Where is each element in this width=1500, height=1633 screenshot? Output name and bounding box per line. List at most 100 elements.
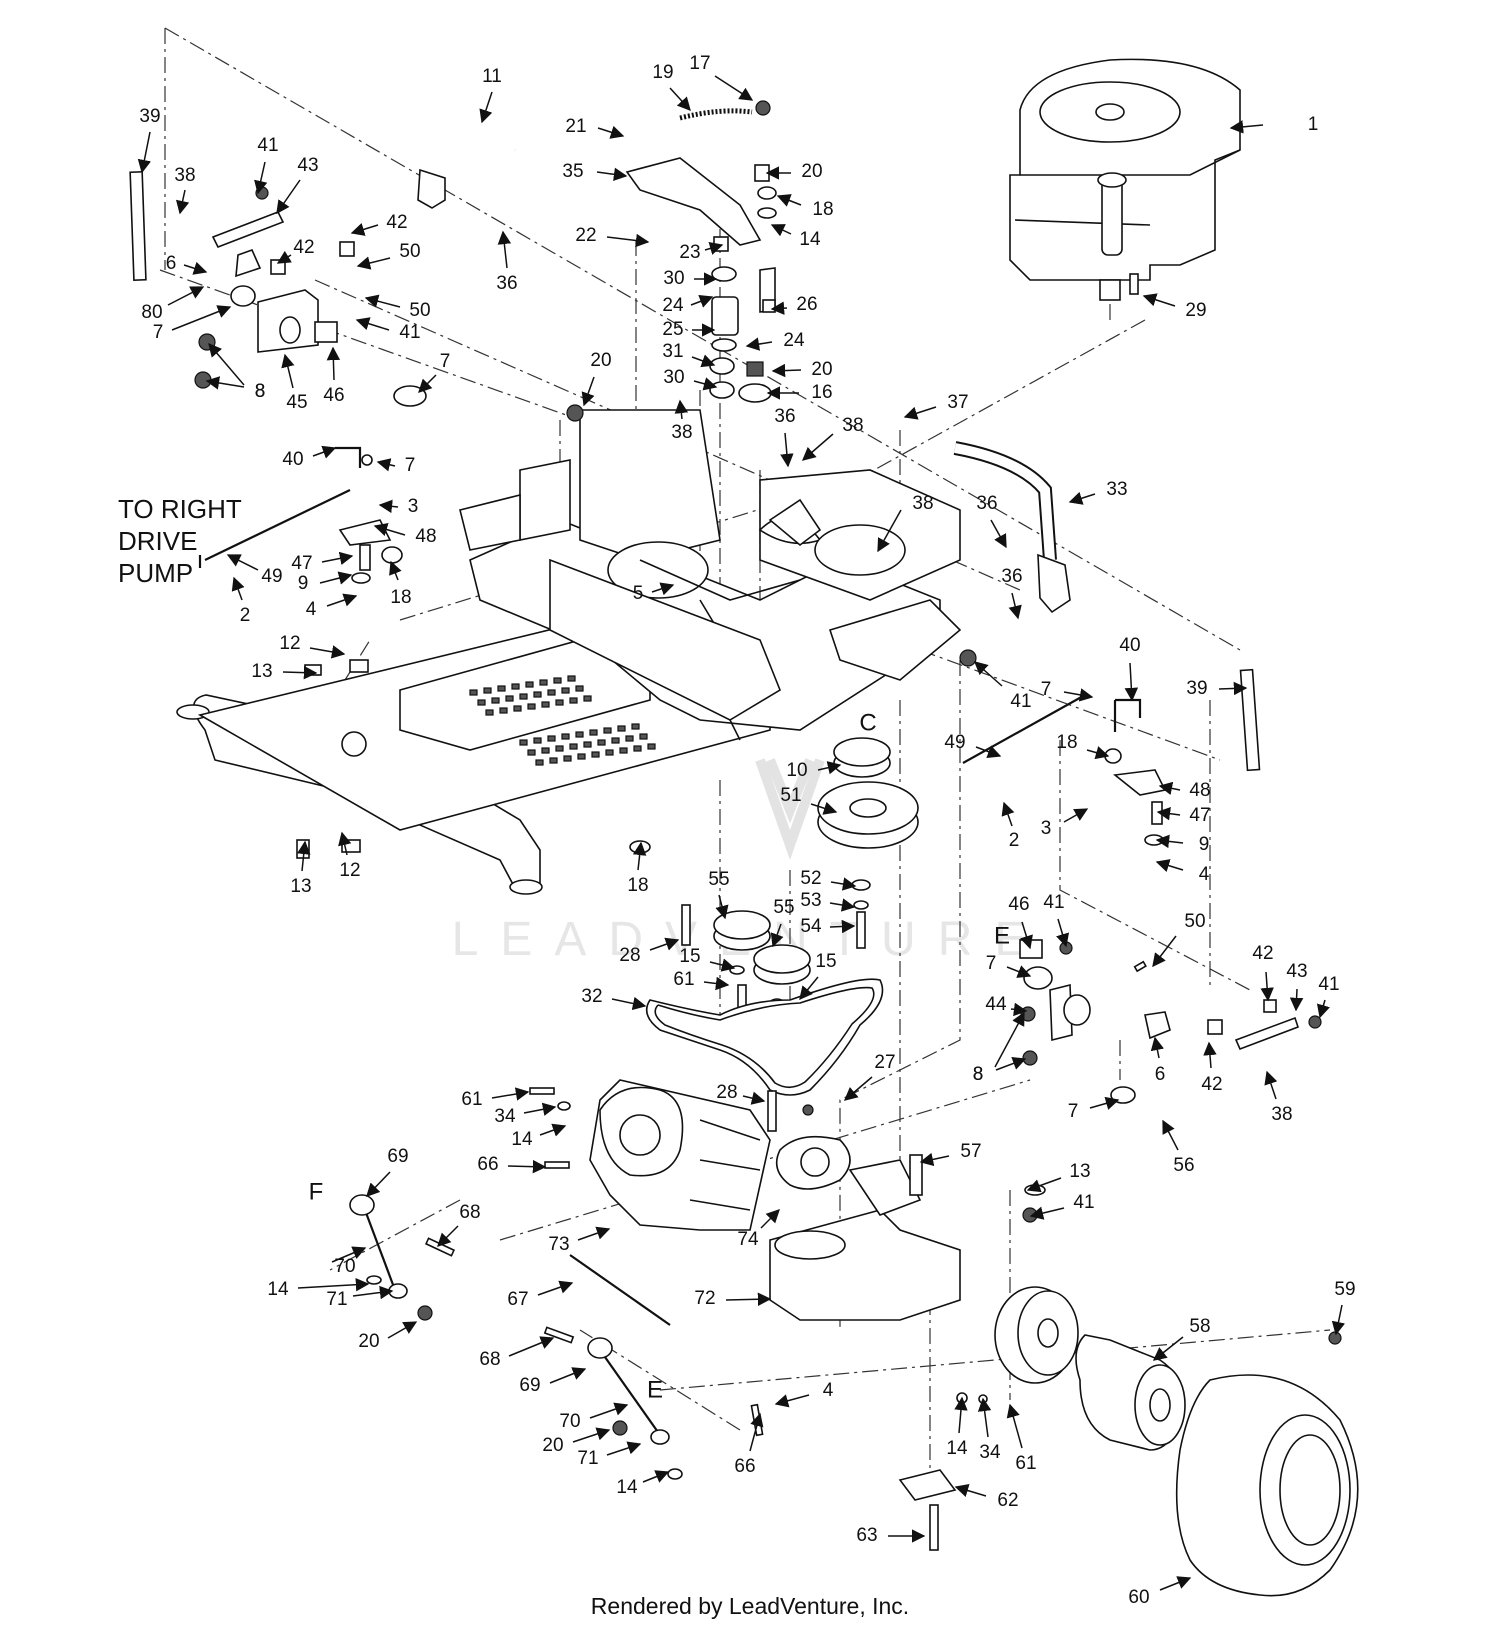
note-line-1: TO RIGHT — [118, 494, 242, 524]
callout-leader-14 — [642, 1470, 670, 1483]
frame-slot — [567, 675, 576, 682]
frame-slot — [555, 745, 564, 752]
part-number-31: 31 — [662, 341, 683, 362]
callout-leader-37 — [903, 406, 937, 420]
callout-leader-41 — [1316, 999, 1330, 1019]
reference-letter-E: E — [647, 1376, 663, 1403]
part-number-7: 7 — [405, 455, 416, 476]
frame-slot — [647, 743, 656, 750]
callout-leader-70 — [331, 1246, 367, 1263]
callout-leader-38 — [674, 399, 689, 420]
part-number-68: 68 — [479, 1349, 500, 1370]
callout-leader-17 — [714, 75, 754, 101]
part-number-25: 25 — [662, 319, 683, 340]
callout-leader-26 — [770, 301, 788, 315]
part-number-52: 52 — [800, 868, 821, 889]
part-number-69: 69 — [387, 1146, 408, 1167]
callout-leader-51 — [810, 801, 838, 815]
callout-leader-47 — [321, 551, 354, 566]
part-number-34: 34 — [494, 1106, 516, 1127]
part-number-7: 7 — [1041, 679, 1052, 700]
part-number-7: 7 — [153, 322, 164, 343]
part-number-44: 44 — [985, 994, 1007, 1015]
callout-leader-4 — [1155, 859, 1184, 873]
callout-leader-62 — [954, 1484, 987, 1497]
callout-leader-20 — [771, 363, 802, 378]
part-number-61: 61 — [461, 1089, 482, 1110]
callout-leader-55 — [770, 923, 784, 948]
part-number-55: 55 — [708, 869, 729, 890]
frame-slot — [605, 749, 614, 756]
part-number-63: 63 — [856, 1525, 877, 1546]
part-number-38: 38 — [842, 415, 863, 436]
callout-leader-71 — [606, 1441, 642, 1456]
part-number-12: 12 — [339, 860, 360, 881]
part-number-9: 9 — [298, 573, 309, 594]
part-number-45: 45 — [286, 392, 307, 413]
frame-slot-pattern — [469, 675, 656, 766]
part-number-43: 43 — [297, 155, 318, 176]
part-number-27: 27 — [874, 1052, 895, 1073]
part-number-35: 35 — [562, 161, 583, 182]
callout-leader-23 — [704, 241, 724, 255]
part-number-46: 46 — [1008, 894, 1029, 915]
part-number-41: 41 — [1318, 974, 1339, 995]
part-number-34: 34 — [979, 1442, 1001, 1463]
callout-leader-43 — [276, 179, 301, 215]
part-number-28: 28 — [619, 945, 640, 966]
part-number-49: 49 — [944, 732, 965, 753]
callout-leader-31 — [691, 354, 716, 368]
frame-slot — [527, 749, 536, 756]
part-number-48: 48 — [415, 526, 436, 547]
callout-leader-50 — [356, 256, 391, 270]
part-number-71: 71 — [577, 1448, 598, 1469]
part-number-13: 13 — [251, 661, 272, 682]
callout-leader-42 — [1203, 1041, 1217, 1069]
frame-slot — [569, 743, 578, 750]
part-number-11: 11 — [482, 66, 502, 87]
callout-arrows — [137, 75, 1346, 1591]
callout-leader-8 — [995, 1056, 1027, 1071]
callout-leader-80 — [167, 286, 205, 306]
callout-leader-70 — [589, 1402, 629, 1419]
part-number-7: 7 — [440, 351, 451, 372]
callout-leader-18 — [776, 194, 802, 207]
callout-leader-49 — [226, 554, 259, 571]
callout-leader-12 — [309, 645, 346, 659]
part-number-40: 40 — [1119, 635, 1140, 656]
callout-leader-68 — [508, 1336, 555, 1357]
part-number-5: 5 — [633, 583, 644, 604]
part-number-18: 18 — [390, 587, 411, 608]
part-number-68: 68 — [459, 1202, 480, 1223]
part-number-6: 6 — [166, 253, 177, 274]
callout-leader-67 — [537, 1280, 574, 1296]
callout-leader-41 — [254, 161, 268, 195]
part-number-8: 8 — [973, 1064, 984, 1085]
right-steering-lever — [953, 441, 1071, 614]
part-number-18: 18 — [627, 875, 648, 896]
callout-leader-42 — [1260, 971, 1274, 1002]
frame-slot — [497, 685, 506, 692]
callout-leader-61 — [491, 1087, 530, 1101]
callout-leader-24 — [745, 337, 773, 351]
callout-leader-33 — [1068, 491, 1096, 505]
callout-leader-20 — [572, 1427, 611, 1443]
callout-leader-12 — [338, 831, 352, 856]
part-number-21: 21 — [565, 116, 586, 137]
frame-slot — [603, 727, 612, 734]
callout-leader-18 — [389, 560, 402, 581]
part-number-12: 12 — [279, 633, 300, 654]
callout-leader-44 — [1010, 1002, 1028, 1017]
frame-slot — [511, 683, 520, 690]
part-number-2: 2 — [240, 605, 251, 626]
part-number-59: 59 — [1334, 1279, 1355, 1300]
part-number-39: 39 — [1186, 678, 1207, 699]
right-damper-assembly — [1019, 939, 1322, 1104]
callout-leader-40 — [1124, 662, 1139, 702]
callout-leader-56 — [1162, 1119, 1179, 1151]
callout-leader-41 — [1056, 918, 1070, 948]
part-number-70: 70 — [559, 1411, 580, 1432]
part-number-73: 73 — [548, 1234, 569, 1255]
callout-leader-9 — [1155, 834, 1184, 849]
callout-leader-28 — [742, 1091, 766, 1105]
